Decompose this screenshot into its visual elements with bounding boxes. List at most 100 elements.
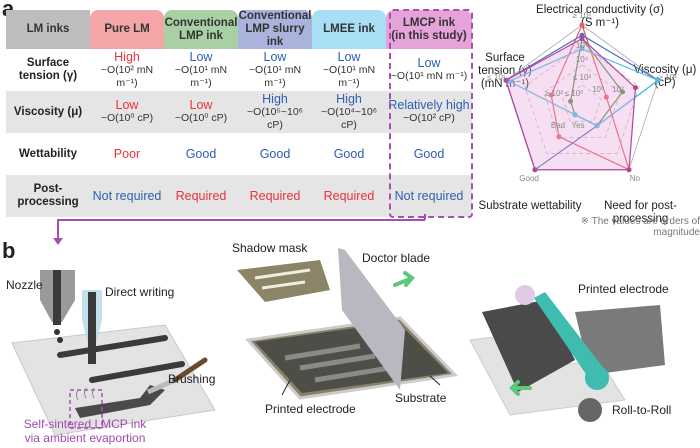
radar-inner-tick: ≤ 10⁰ [565,89,584,98]
teal-roller-end [585,366,609,390]
droplet [57,337,63,343]
radar-point [579,46,585,52]
caption-line: Self-sintered LMCP ink [23,417,147,431]
radar-point [548,92,554,98]
radar-point [655,77,661,83]
lmcp-highlight-box [389,9,473,218]
cell-value: Good [413,146,445,161]
cell-value: Low [337,49,361,64]
evaporation-icon [76,387,95,401]
axis-title-line: (S m⁻¹) [580,17,619,29]
row-label-line: Wettability [19,147,77,160]
radar-point [579,36,585,42]
axis-title-line: Surface [485,52,525,64]
radar-point [620,89,626,95]
connector-line [57,219,425,221]
header-text: (in this study) [391,29,467,42]
cell-detail: ~O(10¹ mN m⁻¹) [248,63,302,89]
radar-point [532,167,538,173]
arrow-left-icon [509,380,532,396]
cell-detail: ~O(10¹ mN m⁻¹) [322,63,376,89]
cell-detail: ~O(10⁰ cP) [100,112,154,124]
cell-value: High [114,49,140,64]
roll-to-roll-drum [578,398,602,422]
radar-point [579,22,585,28]
radar-inner-tick: ≤ 10³ [573,73,592,82]
axis-title-line: (mN m⁻¹) [480,78,530,90]
table-cell: Relatively high~O(10² cP) [386,91,472,133]
self-sinter-highlight [69,389,103,429]
brush-ferrule [146,377,177,395]
label-brushing: Brushing [168,372,216,386]
row-label-line: tension (γ) [18,70,78,82]
cell-value: Required [249,188,301,203]
cell-value: Relatively high [388,98,470,112]
radar-inner-tick: Yes [571,121,584,130]
radar-outer-tick: No [630,174,641,183]
cell-detail: ~O(10² mN m⁻¹) [100,63,154,89]
nozzle-ink [53,270,61,325]
label-printed-electrode-right: Printed electrode [578,282,669,296]
radar-series-lmee-ink [507,48,660,127]
cell-value: Good [259,146,291,161]
panel-b-label: b [2,238,16,263]
label-self-sintered: Self-sintered LMCP ink via ambient evapo… [10,417,160,445]
radar-series-lmcp-ink-in-this-study- [505,37,637,171]
pen-ink [88,292,96,364]
electrode-traces [284,343,391,383]
table-cell: Low~O(10⁰ cP) [164,91,238,133]
brushed-patch [75,385,165,418]
label-substrate: Substrate [395,391,447,405]
table-cell: Low~O(10¹ mN m⁻¹) [386,49,472,91]
axis-title-line: Viscosity (μ) [633,64,697,76]
radar-grid-ring [524,44,640,154]
table-cell: High~O(10² mN m⁻¹) [90,49,164,91]
row-label-line: Post-processing [17,183,79,208]
header-lm-inks: LM inks [6,10,90,49]
connector-line [57,219,59,241]
table-cell: High~O(10⁵~10⁶ cP) [238,91,312,133]
radar-inner-tick: ≥ 10² [545,89,564,98]
radar-point [632,85,638,91]
label-shadow-mask: Shadow mask [232,241,308,255]
header-text: Conventional [238,10,312,22]
brush-handle [172,357,208,383]
callout-line [281,379,291,396]
row-label: Wettability [6,133,90,175]
cell-value: Required [323,188,375,203]
callout-line [429,375,441,386]
table-cell: Low~O(10¹ mN m⁻¹) [312,49,386,91]
radar-point [572,112,578,118]
radar-outer-tick: Good [519,174,539,183]
radar-point [503,77,509,83]
label-doctor-blade: Doctor blade [362,251,431,265]
arrow-right-icon [393,271,415,287]
header-text: LMCP ink [402,16,456,29]
shadow-mask [237,260,330,302]
cell-value: Good [333,146,365,161]
teal-roller [534,292,605,380]
cell-value: Low [417,56,441,70]
radar-axis-title-viscosity: Viscosity (μ) (cP) [630,64,700,90]
axis-title-line: Electrical conductivity (σ) [536,4,664,16]
radar-axis-title-wettability: Substrate wettability [478,200,582,212]
cell-detail: ~O(10⁵~10⁶ cP) [247,105,303,131]
header-text: Conventional [164,16,238,29]
row-label-line: Viscosity (μ) [13,105,83,118]
header-lmcp: LMCP ink(in this study) [386,10,472,49]
droplet [54,329,60,335]
table-cell: Not required [90,175,164,217]
table-cell: High~O(10⁴~10⁶ cP) [312,91,386,133]
header-pure-lm: Pure LM [90,10,164,49]
radar-inner-tick: 10⁵ [576,41,588,50]
mask-pattern [254,268,311,290]
cell-detail: ~O(10¹ mN m⁻¹) [174,63,228,89]
table-cell: Low~O(10¹ mN m⁻¹) [164,49,238,91]
radar-point [568,98,574,104]
cell-detail: ~O(10² cP) [403,112,455,124]
